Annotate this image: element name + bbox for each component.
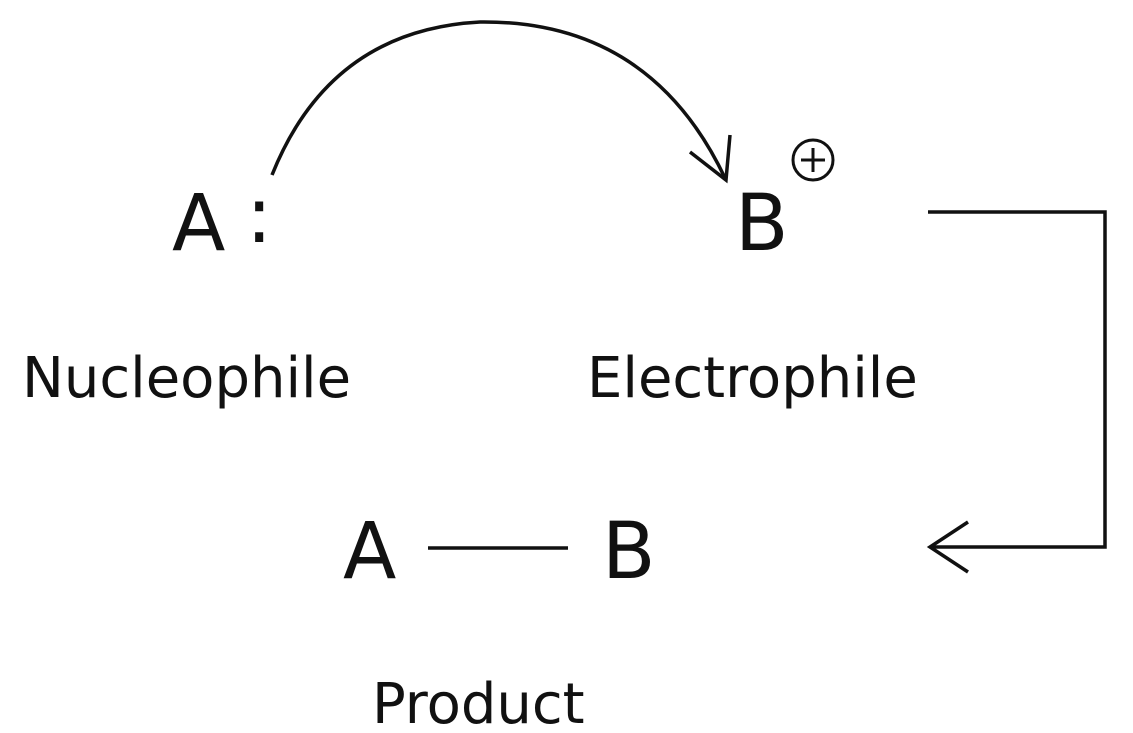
product-right-symbol: B: [602, 507, 656, 597]
electrophile-symbol: B: [735, 179, 789, 269]
electron-flow-arrowhead: [688, 134, 732, 184]
positive-charge-icon: [791, 138, 835, 182]
reaction-arrowhead: [926, 520, 969, 574]
nucleophile-label: Nucleophile: [22, 346, 351, 411]
reaction-arrow: [928, 210, 1107, 549]
electrophile-label: Electrophile: [587, 346, 918, 411]
nucleophile-symbol: A: [172, 179, 225, 269]
product-label: Product: [372, 672, 585, 733]
electron-flow-arrow: [270, 20, 727, 179]
product-left-symbol: A: [343, 507, 396, 597]
lone-pair: :: [246, 171, 272, 261]
